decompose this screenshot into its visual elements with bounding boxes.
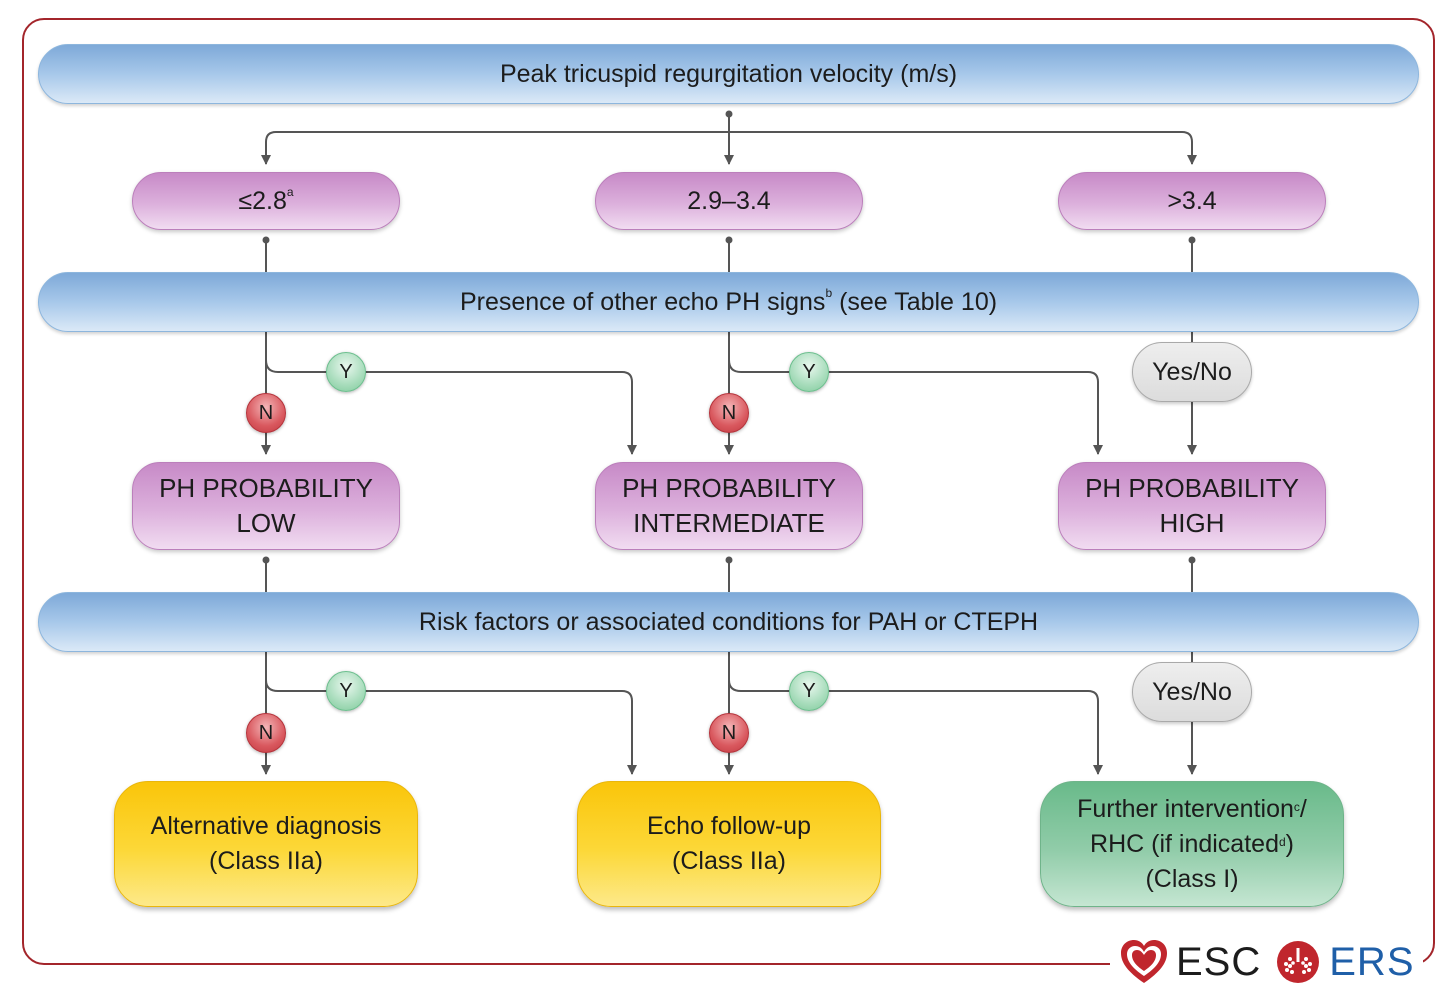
- outcome-further-intervention: Further interventionc/ RHC (if indicated…: [1040, 781, 1344, 907]
- probability-intermediate-line1: PH PROBABILITY: [622, 473, 836, 503]
- velocity-low-label: ≤2.8a: [238, 184, 294, 215]
- esc-heart-icon: [1121, 940, 1167, 983]
- no-badge: N: [246, 713, 286, 753]
- no-badge: N: [709, 393, 749, 433]
- ers-lungs-icon: [1277, 941, 1320, 983]
- outcome-further-line3: (Class I): [1145, 864, 1239, 893]
- banner-tr-velocity: Peak tricuspid regurgitation velocity (m…: [38, 44, 1419, 104]
- outcome-echo-follow-up: Echo follow-up (Class IIa): [577, 781, 881, 907]
- outcome-alternative-line1: Alternative diagnosis: [150, 812, 382, 840]
- esc-logo-text: ESC: [1176, 939, 1262, 984]
- outcome-further-line2: RHC (if indicatedd): [1090, 829, 1294, 858]
- banner-tr-velocity-label: Peak tricuspid regurgitation velocity (m…: [499, 59, 958, 88]
- probability-high-box: PH PROBABILITY HIGH: [1058, 462, 1326, 550]
- velocity-high-box: >3.4: [1058, 172, 1326, 230]
- banner-echo-signs: Presence of other echo PH signsb (see Ta…: [38, 272, 1419, 332]
- velocity-low-box: ≤2.8a: [132, 172, 400, 230]
- probability-high-line1: PH PROBABILITY: [1085, 473, 1299, 503]
- yes-badge: Y: [789, 352, 829, 392]
- banner-echo-signs-label: Presence of other echo PH signsb (see Ta…: [459, 285, 998, 316]
- no-badge: N: [246, 393, 286, 433]
- outcome-further-line1: Further interventionc/: [1077, 794, 1307, 823]
- yes-badge: Y: [326, 352, 366, 392]
- no-badge: N: [709, 713, 749, 753]
- yes-no-badge: Yes/No: [1132, 662, 1252, 722]
- probability-low-line2: LOW: [236, 508, 296, 538]
- yes-badge: Y: [326, 671, 366, 711]
- banner-risk-factors-label: Risk factors or associated conditions fo…: [418, 607, 1039, 636]
- outcome-alternative-line2: (Class IIa): [209, 847, 323, 875]
- ers-logo-text: ERS: [1329, 939, 1415, 984]
- velocity-mid-box: 2.9–3.4: [595, 172, 863, 230]
- probability-low-line1: PH PROBABILITY: [159, 473, 373, 503]
- probability-low-box: PH PROBABILITY LOW: [132, 462, 400, 550]
- society-logos: ESC ERS: [1110, 934, 1423, 990]
- yes-badge: Y: [789, 671, 829, 711]
- outcome-followup-line2: (Class IIa): [672, 847, 786, 875]
- velocity-mid-label: 2.9–3.4: [687, 186, 771, 215]
- probability-high-line2: HIGH: [1159, 508, 1225, 538]
- banner-risk-factors: Risk factors or associated conditions fo…: [38, 592, 1419, 652]
- probability-intermediate-line2: INTERMEDIATE: [633, 508, 825, 538]
- diagram-frame: [22, 18, 1435, 965]
- outcome-followup-line1: Echo follow-up: [647, 812, 811, 840]
- yes-no-badge: Yes/No: [1132, 342, 1252, 402]
- outcome-alternative-diagnosis: Alternative diagnosis (Class IIa): [114, 781, 418, 907]
- velocity-high-label: >3.4: [1167, 186, 1217, 215]
- probability-intermediate-box: PH PROBABILITY INTERMEDIATE: [595, 462, 863, 550]
